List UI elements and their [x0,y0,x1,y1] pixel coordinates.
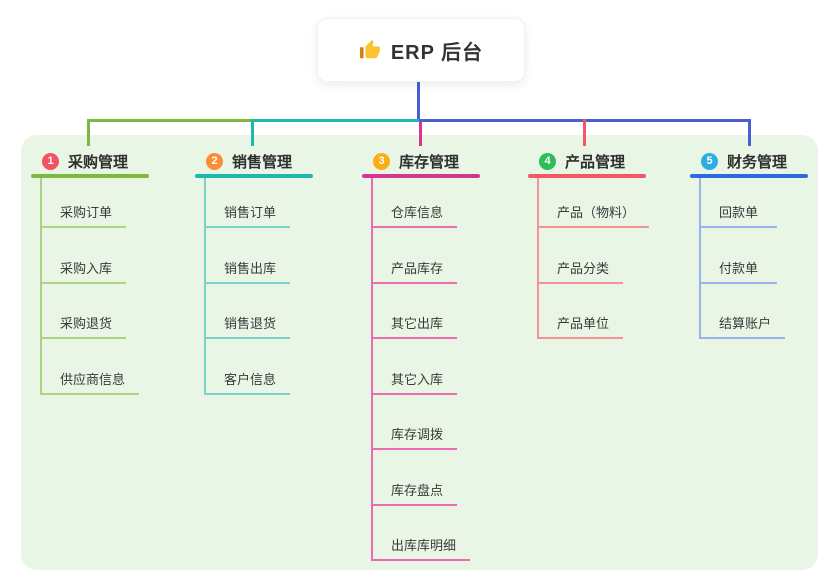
child-node-label: 出库库明细 [391,538,457,553]
child-node-label: 采购订单 [60,205,113,220]
branch-drop-line [87,119,90,146]
branch-number-badge: 5 [701,152,718,170]
child-node-label: 销售出库 [224,260,277,276]
branch-drop-line [251,119,254,146]
child-node[interactable]: 销售订单 [206,178,291,228]
child-node[interactable]: 仓库信息 [373,178,458,228]
root-node[interactable]: ERP 后台 [317,18,525,82]
branch-3: 3 库存管理仓库信息产品库存其它出库其它入库库存调拨库存盘点出库库明细 [362,148,480,561]
child-node-label: 供应商信息 [60,371,126,387]
child-node-label: 产品库存 [391,260,444,276]
branch-1: 1 采购管理采购订单采购入库采购退货供应商信息 [31,148,149,395]
branch-underline [690,174,808,178]
child-node-label: 采购入库 [60,260,113,276]
child-node[interactable]: 产品（物料） [539,178,650,228]
root-stem-line [417,80,420,121]
child-node-label: 付款单 [719,260,759,276]
branch-title: 产品管理 [565,153,626,171]
child-node-label: 销售订单 [224,205,277,220]
child-node[interactable]: 产品分类 [539,228,624,284]
branch-header[interactable]: 2 销售管理 [195,148,313,174]
child-node[interactable]: 采购入库 [42,228,127,284]
branch-title: 采购管理 [68,153,129,171]
branch-header[interactable]: 1 采购管理 [31,148,149,174]
branch-5: 5 财务管理回款单付款单结算账户 [690,148,808,339]
branch-2: 2 销售管理销售订单销售出库销售退货客户信息 [195,148,313,395]
branch-children: 销售订单销售出库销售退货客户信息 [204,178,313,395]
branch-number-badge: 2 [206,152,223,170]
child-node[interactable]: 产品单位 [539,284,624,339]
child-node-label: 回款单 [719,205,759,220]
child-node[interactable]: 结算账户 [701,284,786,339]
child-node-label: 采购退货 [60,316,113,331]
branch-children: 产品（物料） 产品分类产品单位 [537,178,650,339]
child-node-label: 客户信息 [224,371,277,387]
branch-drop-line [748,119,751,146]
branch-underline [362,174,480,178]
child-node[interactable]: 销售出库 [206,228,291,284]
branch-title: 销售管理 [232,153,293,171]
branch-number-badge: 3 [373,152,390,170]
bus-line-teal [251,119,420,122]
branch-number-badge: 4 [539,152,556,170]
child-node[interactable]: 库存调拨 [373,395,458,450]
branch-number-badge: 1 [42,152,59,170]
child-node[interactable]: 销售退货 [206,284,291,339]
child-node-label: 销售退货 [224,316,277,331]
child-node-label: 结算账户 [719,316,772,331]
root-title: ERP 后台 [390,41,484,64]
child-node-label: 产品单位 [557,316,610,331]
child-node-label: 产品分类 [557,260,610,276]
child-node[interactable]: 采购订单 [42,178,127,228]
branch-4: 4 产品管理产品（物料） 产品分类产品单位 [528,148,650,339]
bus-line-green [87,119,254,122]
branch-children: 采购订单采购入库采购退货供应商信息 [40,178,149,395]
branch-title: 库存管理 [399,153,460,171]
child-node[interactable]: 采购退货 [42,284,127,339]
child-node[interactable]: 其它出库 [373,284,458,339]
thumbs-up-icon [359,39,380,59]
child-node[interactable]: 出库库明细 [373,506,471,561]
child-node[interactable]: 其它入库 [373,339,458,395]
child-node-label: 其它出库 [391,316,444,331]
branches-panel [21,135,818,570]
child-node[interactable]: 客户信息 [206,339,291,395]
child-node-label: 库存盘点 [391,482,444,498]
child-node[interactable]: 付款单 [701,228,777,284]
branch-children: 仓库信息产品库存其它出库其它入库库存调拨库存盘点出库库明细 [371,178,480,561]
branch-drop-line [583,119,586,146]
branch-drop-line [419,122,422,146]
child-node[interactable]: 回款单 [701,178,777,228]
child-node[interactable]: 产品库存 [373,228,458,284]
child-node-label: 其它入库 [391,371,444,387]
branch-header[interactable]: 3 库存管理 [362,148,480,174]
branch-title: 财务管理 [727,153,788,171]
child-node-label: 仓库信息 [391,205,444,220]
branch-header[interactable]: 5 财务管理 [690,148,808,174]
child-node[interactable]: 库存盘点 [373,450,458,506]
branch-underline [31,174,149,178]
branch-header[interactable]: 4 产品管理 [528,148,646,174]
child-node-label: 库存调拨 [391,427,444,442]
branch-underline [528,174,646,178]
branch-underline [195,174,313,178]
branch-children: 回款单付款单结算账户 [699,178,808,339]
child-node[interactable]: 供应商信息 [42,339,140,395]
child-node-label: 产品（物料） [557,205,636,220]
